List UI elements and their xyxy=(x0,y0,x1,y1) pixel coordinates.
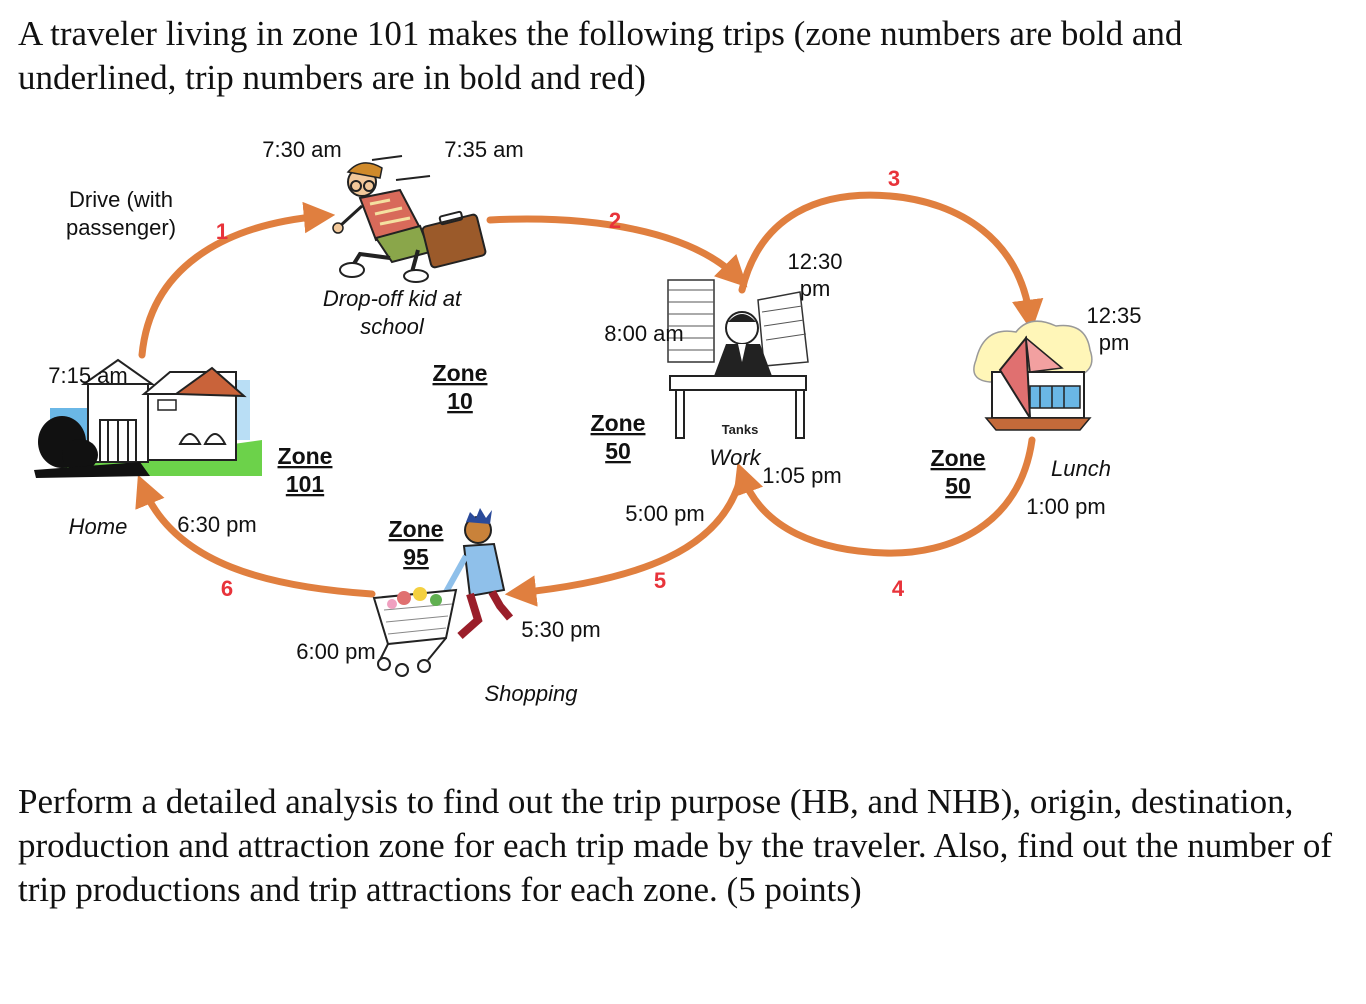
trip-3-arrow xyxy=(738,191,1044,332)
place-work: Work xyxy=(709,445,761,470)
place-school-line-1: Drop-off kid at xyxy=(323,286,462,311)
house-icon xyxy=(34,358,262,478)
time-0730: 7:30 am xyxy=(262,137,342,162)
mode-note-line-1: Drive (with xyxy=(69,187,173,212)
place-school-line-2: school xyxy=(360,314,425,339)
trip-number-4: 4 xyxy=(892,576,905,601)
place-home: Home xyxy=(69,514,128,539)
time-1700: 5:00 pm xyxy=(625,501,705,526)
time-0715: 7:15 am xyxy=(48,363,128,388)
trip-diagram: Tanks 1 2 3 4 5 6 Drive (with passenge xyxy=(34,137,1142,706)
zone-work-line-2: 50 xyxy=(605,438,631,464)
trip-number-5: 5 xyxy=(654,568,666,593)
trip-number-6: 6 xyxy=(221,576,233,601)
zone-shopping-line-2: 95 xyxy=(403,544,429,570)
trip-1-arrow xyxy=(138,201,336,359)
zone-school-line-2: 10 xyxy=(447,388,473,414)
trip-number-3: 3 xyxy=(888,166,900,191)
intro-text: A traveler living in zone 101 makes the … xyxy=(18,14,1183,97)
place-lunch: Lunch xyxy=(1051,456,1111,481)
trip-4-arrow xyxy=(733,436,1036,557)
time-1230-line-2: pm xyxy=(800,276,831,301)
zone-shopping-line-1: Zone xyxy=(389,516,444,542)
restaurant-icon xyxy=(973,320,1093,431)
trip-number-2: 2 xyxy=(609,208,621,233)
zone-home-line-1: Zone xyxy=(278,443,333,469)
time-1305: 1:05 pm xyxy=(762,463,842,488)
trip-6-arrow xyxy=(135,474,376,598)
place-shopping: Shopping xyxy=(485,681,579,706)
time-1235-line-2: pm xyxy=(1099,330,1130,355)
trip-2-arrow xyxy=(486,215,748,288)
time-0735: 7:35 am xyxy=(444,137,524,162)
zone-home-line-2: 101 xyxy=(286,471,325,497)
time-1230-line-1: 12:30 xyxy=(787,249,842,274)
time-1235-line-1: 12:35 xyxy=(1086,303,1141,328)
trip-5-arrow xyxy=(504,476,744,607)
zone-lunch-line-1: Zone xyxy=(931,445,986,471)
running-parent-icon xyxy=(332,155,487,283)
time-1830: 6:30 pm xyxy=(177,512,257,537)
mode-note-line-2: passenger) xyxy=(66,215,176,240)
trip-number-1: 1 xyxy=(216,219,228,244)
task-text: Perform a detailed analysis to find out … xyxy=(18,782,1333,909)
time-1300: 1:00 pm xyxy=(1026,494,1106,519)
illustration-label: Tanks xyxy=(722,422,759,437)
zone-lunch-line-2: 50 xyxy=(945,473,971,499)
zone-school-line-1: Zone xyxy=(433,360,488,386)
shopping-cart-icon xyxy=(372,508,514,677)
time-0800: 8:00 am xyxy=(604,321,684,346)
time-1730: 5:30 pm xyxy=(521,617,601,642)
zone-work-line-1: Zone xyxy=(591,410,646,436)
office-worker-icon: Tanks xyxy=(667,279,809,439)
time-1800: 6:00 pm xyxy=(296,639,376,664)
